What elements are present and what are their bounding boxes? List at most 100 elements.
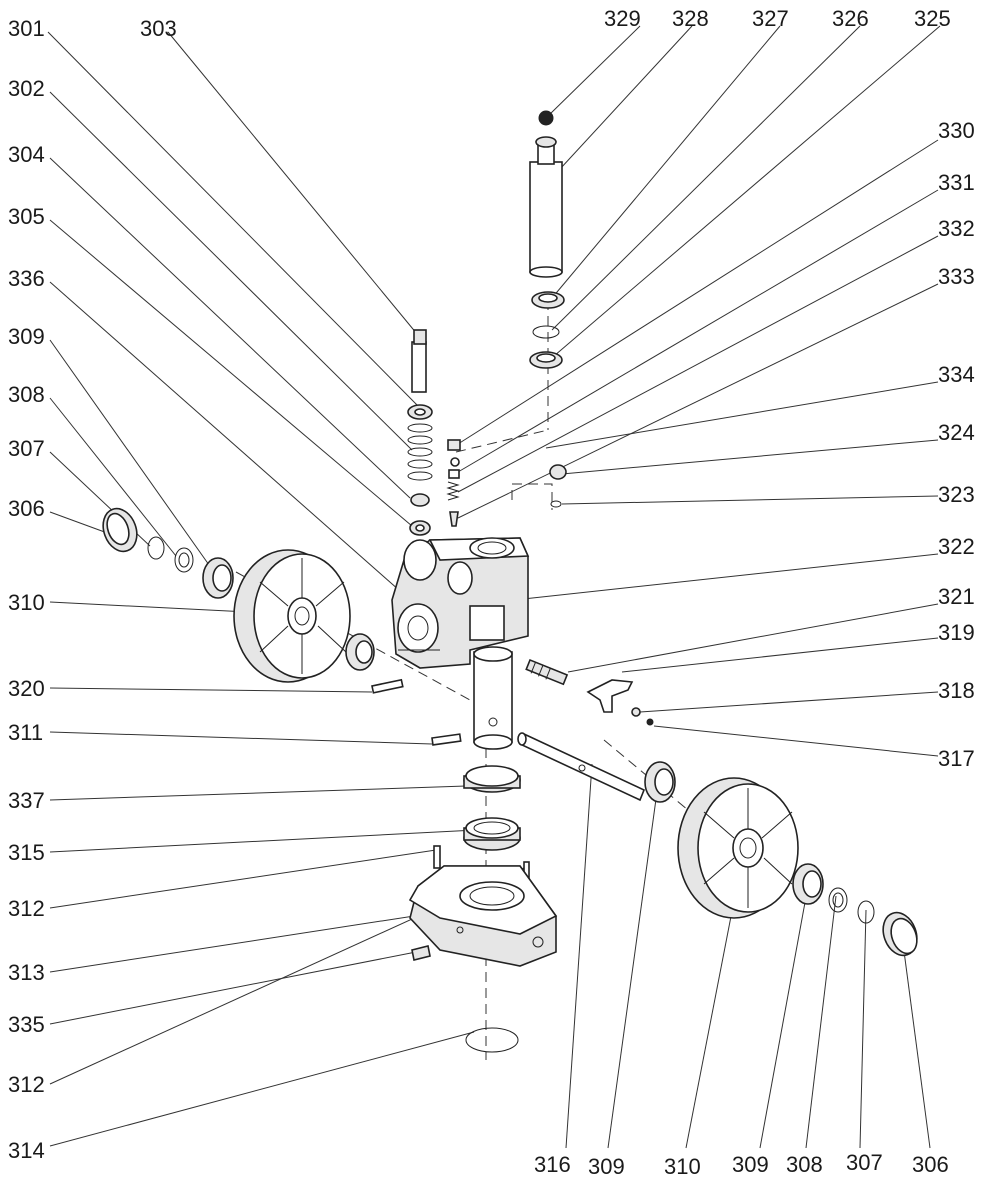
leader-line-308a (49, 397, 177, 557)
callout-308-right: 308 (786, 1152, 823, 1177)
leader-line-307b (859, 909, 867, 1149)
leader-line-322 (513, 553, 939, 601)
callout-304: 304 (8, 142, 45, 167)
leader-line-335 (49, 951, 417, 1025)
snap-ring-314 (465, 1027, 519, 1053)
callout-309-bottom-a: 309 (588, 1154, 625, 1179)
callout-305: 305 (8, 204, 45, 229)
release-valve-group (525, 658, 654, 726)
ball-329 (538, 110, 554, 126)
leader-line-337 (49, 785, 467, 801)
screw-318-317 (631, 707, 654, 726)
cylinder-tube (473, 646, 513, 750)
piston-rod-303 (411, 329, 427, 393)
leader-line-323 (561, 495, 939, 505)
leader-line-319 (621, 637, 939, 673)
callout-306-right: 306 (912, 1152, 949, 1177)
seal-337 (463, 765, 521, 793)
release-valve-321 (525, 658, 569, 686)
callout-307-left: 307 (8, 436, 45, 461)
leader-line-332 (457, 235, 939, 493)
leader-line-304 (49, 157, 411, 499)
leader-line-309b (607, 769, 661, 1149)
leader-line-334 (545, 381, 939, 449)
callout-302: 302 (8, 76, 45, 101)
leader-line-305 (49, 219, 413, 527)
wheel-310-right (677, 777, 799, 919)
callout-306-left: 306 (8, 496, 45, 521)
wheel-310-left (233, 549, 351, 683)
callout-334: 334 (938, 362, 975, 387)
leader-line-330 (457, 139, 939, 445)
callout-325: 325 (914, 6, 951, 31)
leader-line-303 (167, 31, 423, 341)
callout-316: 316 (534, 1152, 571, 1177)
grease-nipple-335 (411, 945, 431, 961)
plunger-group (446, 110, 567, 527)
callout-319: 319 (938, 620, 975, 645)
callout-318: 318 (938, 678, 975, 703)
leader-line-318 (639, 691, 939, 713)
bearing-309-right (792, 863, 824, 905)
ring-323 (550, 500, 562, 508)
lower-assembly (408, 765, 558, 1053)
leader-line-314 (49, 1031, 475, 1147)
callout-303: 303 (140, 16, 177, 41)
leader-line-320 (49, 687, 373, 693)
leader-lines (47, 25, 941, 1149)
callout-328: 328 (672, 6, 709, 31)
callout-301: 301 (8, 16, 45, 41)
callout-324: 324 (938, 420, 975, 445)
callout-327: 327 (752, 6, 789, 31)
bearing-315 (463, 817, 521, 851)
snap-ring-307-left (147, 536, 165, 560)
washer-308-left (174, 547, 194, 573)
callout-330: 330 (938, 118, 975, 143)
hub-cap-306-right (882, 911, 918, 957)
callout-317: 317 (938, 746, 975, 771)
leader-line-329 (547, 25, 641, 117)
leader-line-306a (49, 511, 111, 535)
plunger-328 (529, 136, 563, 278)
callout-333: 333 (938, 264, 975, 289)
callout-labels: 301 303 302 304 305 336 309 308 307 306 … (8, 6, 975, 1179)
left-wheel-group (102, 507, 404, 694)
callout-307-right: 307 (846, 1150, 883, 1175)
callout-312-lower: 312 (8, 1072, 45, 1097)
pin-320 (371, 678, 404, 694)
leader-line-331 (457, 189, 939, 473)
callout-326: 326 (832, 6, 869, 31)
callout-336: 336 (8, 266, 45, 291)
pump-body-group (391, 329, 530, 750)
washer-308-right (828, 887, 848, 913)
leader-line-311 (49, 731, 433, 745)
callout-321: 321 (938, 584, 975, 609)
leader-line-309c (759, 885, 809, 1149)
callout-308-left: 308 (8, 382, 45, 407)
callout-312-upper: 312 (8, 896, 45, 921)
leader-line-309a (49, 339, 215, 573)
bearing-309-left (202, 557, 234, 599)
leader-line-324 (561, 439, 939, 475)
callout-310-left: 310 (8, 590, 45, 615)
leader-line-312a (49, 849, 437, 909)
seal-325 (529, 351, 563, 369)
pump-body-322 (391, 537, 530, 669)
callout-320: 320 (8, 676, 45, 701)
leader-line-301 (47, 31, 421, 409)
right-wheel-group (644, 761, 918, 957)
hub-cap-306-left (102, 507, 138, 553)
lever-319 (586, 679, 634, 713)
callout-332: 332 (938, 216, 975, 241)
axle-316 (517, 732, 646, 802)
leader-line-310a (49, 601, 249, 613)
leader-line-308b (805, 895, 837, 1149)
callout-314: 314 (8, 1138, 45, 1163)
snap-ring-307-right (857, 900, 875, 924)
screw-324 (549, 464, 567, 480)
leader-line-302 (49, 91, 413, 451)
washer-301 (407, 404, 433, 420)
callout-311: 311 (8, 720, 43, 745)
pin-311 (431, 733, 462, 746)
